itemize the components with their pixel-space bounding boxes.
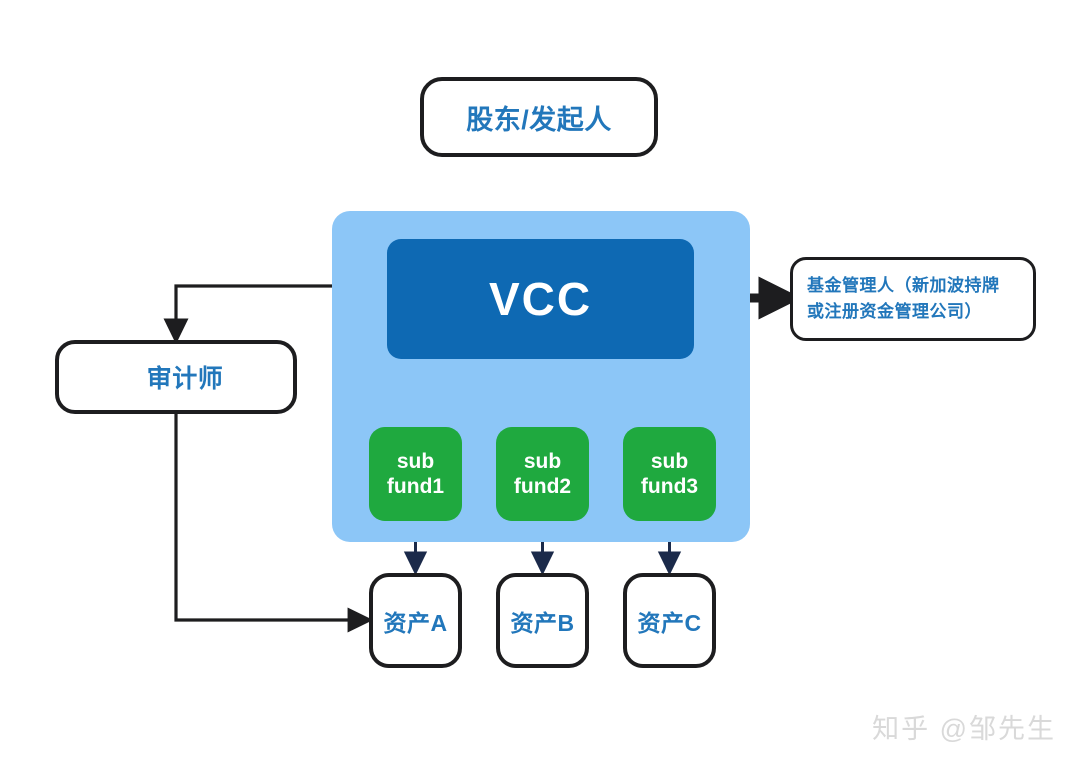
- node-subfund-1-line-1: sub: [396, 449, 435, 473]
- node-subfund-2[interactable]: sub fund2: [496, 427, 589, 521]
- node-asset-b[interactable]: 资产B: [496, 573, 589, 668]
- node-asset-b-label: 资产B: [510, 609, 575, 636]
- node-fund-manager[interactable]: 基金管理人（新加波持牌 或注册资金管理公司）: [790, 257, 1036, 341]
- node-auditor[interactable]: 审计师: [55, 340, 297, 414]
- node-subfund-1-line-2: fund1: [386, 475, 445, 498]
- node-subfund-1[interactable]: sub fund1: [369, 427, 462, 521]
- node-auditor-label: 审计师: [146, 365, 224, 393]
- node-shareholder-label: 股东/发起人: [466, 104, 612, 135]
- node-vcc[interactable]: VCC: [387, 239, 694, 359]
- node-asset-c[interactable]: 资产C: [623, 573, 716, 668]
- node-subfund-2-line-2: fund2: [513, 475, 572, 498]
- watermark: 知乎 @邹先生: [872, 714, 1056, 744]
- node-shareholder[interactable]: 股东/发起人: [420, 77, 658, 157]
- node-fund-manager-line-2: 或注册资金管理公司）: [807, 302, 982, 321]
- node-fund-manager-line-1: 基金管理人（新加波持牌: [807, 275, 1000, 295]
- node-asset-a-label: 资产A: [383, 609, 448, 636]
- node-vcc-label: VCC: [488, 273, 593, 325]
- node-asset-a[interactable]: 资产A: [369, 573, 462, 668]
- node-asset-c-label: 资产C: [637, 609, 702, 636]
- node-subfund-3-line-1: sub: [650, 449, 689, 473]
- node-subfund-3[interactable]: sub fund3: [623, 427, 716, 521]
- node-subfund-3-line-2: fund3: [640, 475, 699, 498]
- node-subfund-2-line-1: sub: [523, 449, 562, 473]
